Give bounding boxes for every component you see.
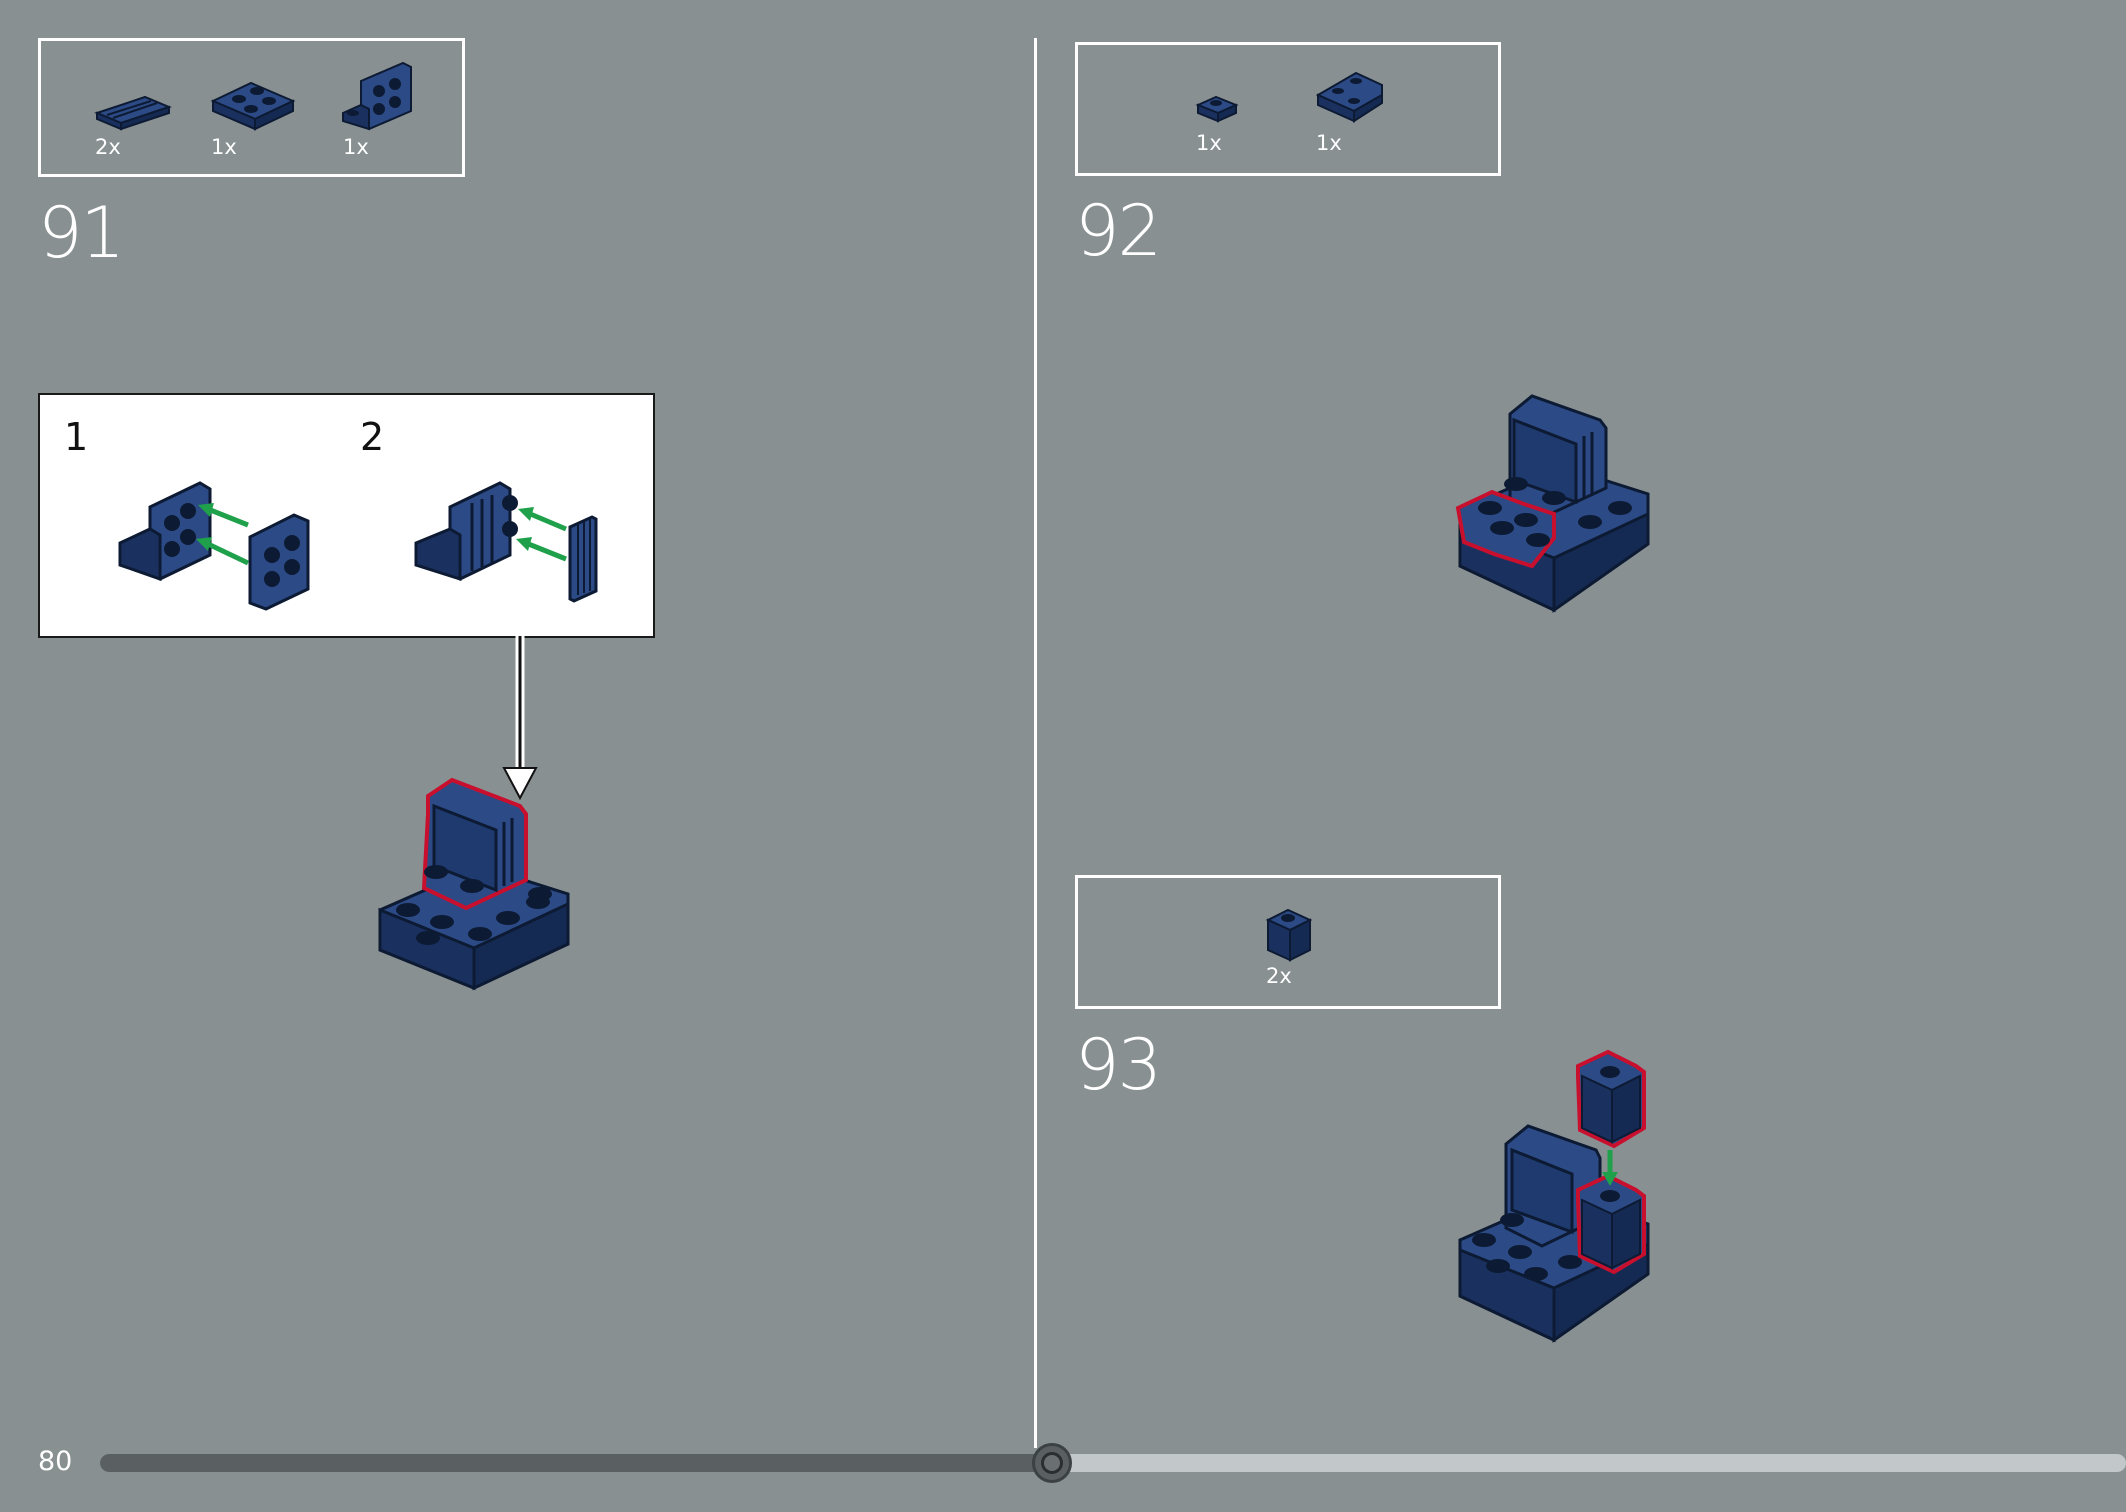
qty-label: 2x: [95, 135, 121, 159]
bracket-plate-icon: [342, 61, 412, 131]
qty-label: 1x: [1196, 131, 1222, 155]
tile-1x4-icon: [94, 95, 172, 131]
substep-2-illustration: [414, 481, 598, 603]
step-93-model: [1458, 1049, 1650, 1343]
substep-1-illustration: [118, 481, 310, 611]
step-number: 92: [1075, 190, 1162, 272]
step-91-model: [378, 777, 570, 991]
qty-label: 1x: [343, 135, 369, 159]
callout-arrow: [502, 636, 538, 801]
substep-callout: 1 2: [38, 393, 655, 638]
step-93-parts-list: 2x: [1075, 875, 1501, 1009]
page-number: 80: [38, 1446, 73, 1477]
plate-2x2-icon: [210, 81, 296, 131]
plate-1x1-icon: [1195, 95, 1239, 123]
progress-fill: [100, 1454, 1053, 1472]
brick-1x1-icon: [1265, 908, 1313, 962]
progress-knob[interactable]: [1032, 1443, 1073, 1483]
qty-label: 1x: [1316, 131, 1342, 155]
step-92-parts-list: 1x 1x: [1075, 42, 1501, 176]
step-number: 91: [38, 192, 125, 274]
qty-label: 1x: [211, 135, 237, 159]
substep-label: 1: [64, 415, 89, 459]
step-91-parts-list: 2x 1x 1x: [38, 38, 465, 177]
step-92-model: [1455, 394, 1650, 613]
qty-label: 2x: [1266, 964, 1292, 988]
wedge-plate-icon: [1315, 71, 1383, 123]
page-divider: [1034, 38, 1037, 1448]
substep-label: 2: [360, 415, 385, 459]
step-number: 93: [1075, 1024, 1162, 1106]
